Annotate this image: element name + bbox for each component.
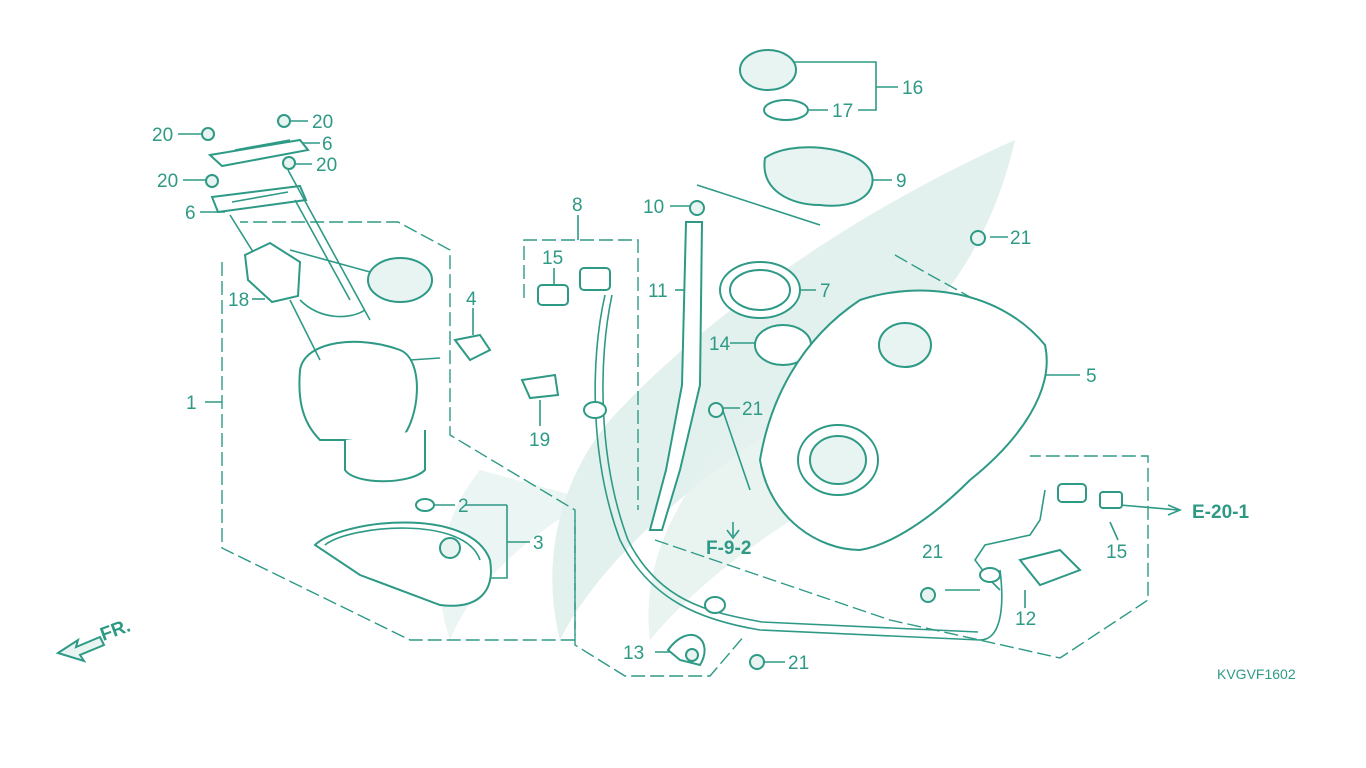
label-part-7: 7	[820, 281, 831, 302]
label-part-15-left: 15	[542, 248, 563, 269]
label-part-1: 1	[186, 393, 197, 414]
label-part-2: 2	[458, 496, 469, 517]
label-part-16: 16	[902, 78, 923, 99]
label-part-12: 12	[1015, 609, 1036, 630]
label-part-3: 3	[533, 533, 544, 554]
clips-and-joints	[453, 267, 611, 400]
label-part-20-c: 20	[316, 155, 337, 176]
label-part-11: 11	[648, 281, 668, 302]
label-part-6-lower: 6	[185, 203, 196, 224]
front-mark-label: FR.	[98, 615, 134, 645]
label-part-20-b: 20	[312, 112, 333, 133]
tube-bracket	[666, 634, 765, 670]
label-part-21-c: 21	[922, 542, 943, 563]
label-part-19: 19	[529, 430, 550, 451]
vent-tube-parts	[920, 483, 1123, 603]
label-part-21-b: 21	[742, 399, 763, 420]
label-part-5: 5	[1086, 366, 1097, 387]
label-part-18: 18	[228, 290, 249, 311]
label-part-15-right: 15	[1106, 542, 1127, 563]
label-part-21-a: 21	[1010, 228, 1031, 249]
label-part-10: 10	[643, 197, 664, 218]
label-part-6-upper: 6	[322, 134, 333, 155]
diagram-code: KVGVF1602	[1217, 666, 1296, 682]
reference-e-20-1: E-20-1	[1192, 502, 1249, 523]
label-part-8: 8	[572, 195, 583, 216]
fuel-strainer	[313, 498, 492, 607]
label-part-4: 4	[466, 289, 477, 310]
front-direction-arrow-icon: FR.	[55, 615, 134, 663]
label-part-14: 14	[709, 334, 731, 355]
pump-bracket-plates	[201, 114, 371, 321]
part-labels: 1 2 3 4 5 6 6 7 8 9 10 11 12 13 14 15 15…	[152, 78, 1127, 674]
reference-f-9-2: F-9-2	[706, 538, 751, 559]
label-part-20-a: 20	[152, 125, 173, 146]
fuel-tank	[708, 289, 1048, 552]
label-part-9: 9	[896, 171, 907, 192]
label-part-20-d: 20	[157, 171, 178, 192]
label-part-21-d: 21	[788, 653, 809, 674]
assembly-outlines	[221, 221, 1149, 677]
label-part-17: 17	[832, 101, 853, 122]
fuel-hoses	[583, 200, 1003, 641]
filler-cap-parts	[719, 49, 986, 366]
label-part-13: 13	[623, 643, 644, 664]
fuel-pump-assembly	[243, 241, 441, 483]
